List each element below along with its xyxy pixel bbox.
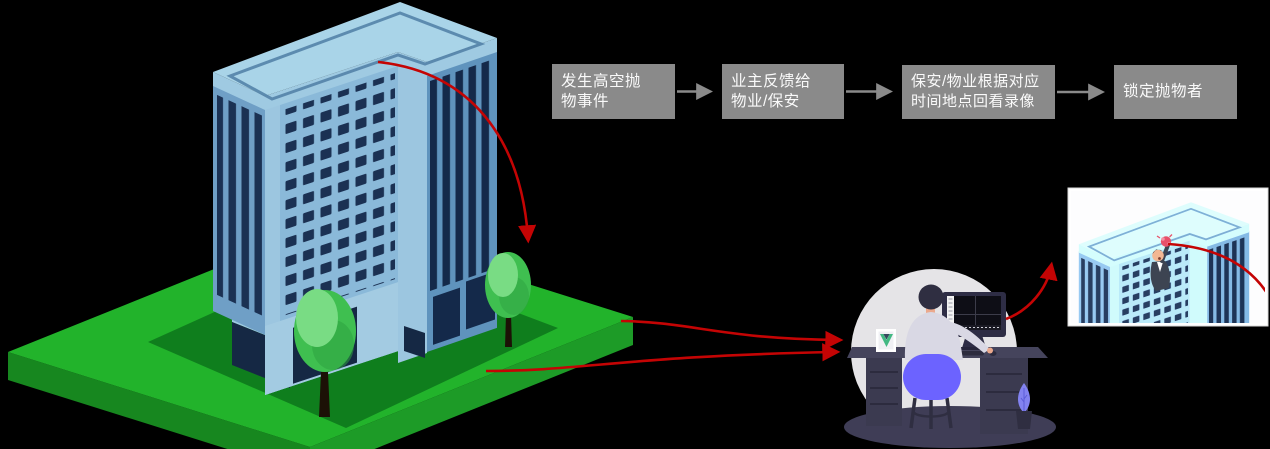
tower-face-southwest — [398, 64, 427, 363]
flow-step-report: 业主反馈给 物业/保安 — [722, 64, 844, 119]
chair-back — [903, 354, 961, 400]
flow-step-line: 物业/保安 — [731, 92, 800, 110]
platform-side-right — [310, 317, 633, 449]
torso — [904, 312, 963, 360]
arm — [948, 322, 990, 353]
operator-person — [904, 284, 993, 360]
roof-parapet-inset — [226, 11, 486, 101]
vue-logo-icon — [880, 334, 893, 347]
screen-sidebar — [947, 296, 954, 330]
flow-step-line: 发生高空抛 — [561, 72, 642, 90]
tower-entrance-left — [404, 326, 425, 358]
thrower-head — [1152, 249, 1164, 262]
report-arrow-bottom — [485, 343, 841, 373]
flow-step-line: 锁定抛物者 — [1123, 83, 1204, 100]
tree — [294, 289, 356, 417]
falling-object-trajectory-arrow — [377, 60, 537, 244]
flow-step-line: 物事件 — [561, 92, 610, 110]
red-arrows — [377, 60, 1058, 373]
chair — [903, 354, 961, 429]
building-face-southwest — [213, 84, 265, 335]
head-hair — [918, 284, 944, 310]
roof-top — [213, 2, 497, 96]
flow-step-line: 保安/物业根据对应 — [911, 73, 1040, 90]
surveillance-footage-screenshot — [1067, 187, 1269, 327]
tree — [485, 252, 531, 347]
thrower-mouth — [1158, 257, 1161, 260]
flow-step-review: 保安/物业根据对应 时间地点回看录像 — [902, 65, 1055, 119]
screenshot-trajectory-arc — [1167, 242, 1265, 293]
vue-logo-photo-frame — [876, 329, 896, 352]
neck — [926, 305, 935, 314]
security-operator-at-desk — [844, 269, 1056, 448]
thrower-body — [1150, 261, 1170, 291]
flow-step-identify: 锁定抛物者 — [1114, 65, 1237, 119]
monitor-to-screenshot-arrow — [1005, 261, 1058, 321]
flow-step-line: 业主反馈给 — [731, 72, 812, 90]
flow-step-event: 发生高空抛 物事件 — [552, 64, 675, 119]
isometric-apartment-building — [213, 2, 497, 395]
flow-connectors — [677, 83, 1106, 101]
hand — [987, 347, 993, 354]
flow-step-line: 时间地点回看录像 — [911, 93, 1036, 110]
platform-side-left — [8, 352, 310, 449]
desk-left-pedestal — [866, 358, 902, 426]
report-arrow-top — [620, 319, 844, 349]
potted-plant — [1016, 383, 1032, 429]
